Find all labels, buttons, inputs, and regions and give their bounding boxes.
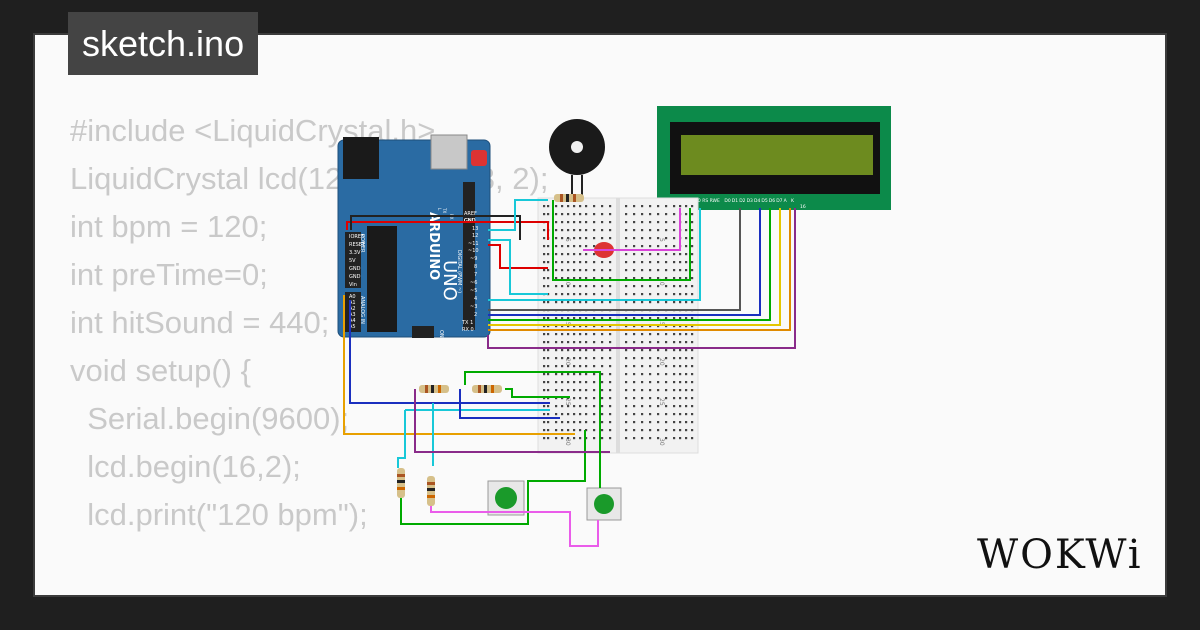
breadboard-row-number: 5 xyxy=(564,238,571,242)
power-jack-icon xyxy=(343,137,379,179)
lcd-pin-label: D1 xyxy=(732,198,738,204)
arduino-led-label: L xyxy=(437,208,442,211)
arduino-pin-label: 2 xyxy=(474,312,477,318)
arduino-pin-label: ~10 xyxy=(468,248,479,254)
wires xyxy=(343,199,796,547)
usb-port-icon xyxy=(430,134,468,170)
arduino-led-label: TX xyxy=(442,207,447,213)
lcd-pin-label: D3 xyxy=(747,198,753,204)
push-button-left[interactable] xyxy=(487,480,525,516)
lcd-pin-label: E xyxy=(717,198,720,204)
resistor xyxy=(397,468,405,498)
lcd-pin-label: D0 xyxy=(724,198,730,204)
arduino-power-pin-label: 5V xyxy=(349,258,356,264)
code-line: lcd.begin(16,2); xyxy=(70,449,301,484)
arduino-power-label: POWER xyxy=(359,234,365,253)
lcd-pin-label: A xyxy=(784,198,788,204)
buzzer[interactable] xyxy=(549,119,605,195)
push-button-right[interactable] xyxy=(586,487,622,521)
arduino-pin-label: ~5 xyxy=(470,288,477,294)
breadboard-row-number: 25 xyxy=(658,398,665,406)
lcd-pin-label: D6 xyxy=(769,198,775,204)
code-line: void setup() { xyxy=(70,353,251,388)
arduino-analog-pin-label: A5 xyxy=(349,324,356,330)
arduino-pin-label: RX 0 xyxy=(462,327,474,333)
arduino-pin-label: 8 xyxy=(474,264,477,270)
lcd-pin-label: RW xyxy=(710,198,718,204)
svg-text:WOKWi: WOKWi xyxy=(977,532,1143,578)
resistor xyxy=(419,385,449,393)
lcd-display[interactable]: VSSVDDV0RSRWED0D1D2D3D4D5D6D7AK116 xyxy=(657,106,891,210)
arduino-power-pin-label: Vin xyxy=(349,282,357,288)
breadboard-row-number: 30 xyxy=(658,438,665,446)
resistor xyxy=(554,194,584,202)
code-line: int hitSound = 440; xyxy=(70,305,330,340)
arduino-analog-pin-label: A0 xyxy=(349,294,356,300)
reset-button xyxy=(471,150,487,166)
arduino-pin-label: ~6 xyxy=(470,280,477,286)
arduino-pin-label: 13 xyxy=(472,226,478,232)
breadboard-row-number: 30 xyxy=(564,438,571,446)
lcd-pin-label: RS xyxy=(702,198,708,204)
breadboard-row-number: 10 xyxy=(564,278,571,286)
code-line: Serial.begin(9600); xyxy=(70,401,350,436)
lcd-pin-label: K xyxy=(791,198,795,204)
arduino-power-pin-label: GND xyxy=(349,274,361,280)
arduino-pin-label: ~3 xyxy=(470,304,477,310)
arduino-pin-label: ~9 xyxy=(470,256,477,262)
arduino-power-pin-label: 3.3V xyxy=(349,250,361,256)
lcd-pin-label: D4 xyxy=(754,198,760,204)
arduino-on-label: ON xyxy=(438,330,444,338)
breadboard-row-number: 5 xyxy=(658,238,665,242)
arduino-analog-label: ANALOG IN xyxy=(359,296,365,324)
code-line: int preTime=0; xyxy=(70,257,268,292)
arduino-pin-label: AREF xyxy=(464,211,477,217)
microcontroller-chip xyxy=(367,226,397,332)
lcd-pin-label: D7 xyxy=(776,198,782,204)
lcd-pin-number: 16 xyxy=(800,204,806,210)
arduino-power-pin-label: IOREF xyxy=(349,234,364,240)
arduino-pin-label: 4 xyxy=(474,296,477,302)
arduino-analog-pin-label: A4 xyxy=(349,318,356,324)
breadboard-row-number: 10 xyxy=(658,278,665,286)
breadboard-row-number: 15 xyxy=(564,318,571,326)
arduino-brand-label: ARDUINO xyxy=(426,212,441,280)
resistor xyxy=(472,385,502,393)
arduino-model-label: UNO xyxy=(439,260,460,301)
breadboard-row-number: 20 xyxy=(564,358,571,366)
code-line: int bpm = 120; xyxy=(70,209,268,244)
breadboard-row-number: 20 xyxy=(658,358,665,366)
file-tab[interactable]: sketch.ino xyxy=(68,12,259,75)
arduino-pin-label: TX 1 xyxy=(461,320,473,326)
arduino-pin-label: 7 xyxy=(474,272,477,278)
code-line: lcd.print("120 bpm"); xyxy=(70,497,368,532)
breadboard-row-number: 15 xyxy=(658,318,665,326)
arduino-analog-pin-label: A2 xyxy=(349,306,356,312)
resistor xyxy=(427,476,435,506)
wokwi-logo: WOKWi xyxy=(977,532,1143,578)
arduino-analog-pin-label: A3 xyxy=(349,312,356,318)
arduino-power-pin-label: RESET xyxy=(349,242,366,248)
lcd-pin-label: D2 xyxy=(739,198,745,204)
breadboard-row-number: 25 xyxy=(564,398,571,406)
arduino-power-pin-label: GND xyxy=(349,266,361,272)
arduino-pin-label: 12 xyxy=(472,233,478,239)
arduino-analog-pin-label: A1 xyxy=(349,300,356,306)
lcd-pin-label: D5 xyxy=(761,198,767,204)
arduino-digital-label: DIGITAL (PWM ~) xyxy=(456,250,462,293)
arduino-pin-label: ~11 xyxy=(468,241,479,247)
